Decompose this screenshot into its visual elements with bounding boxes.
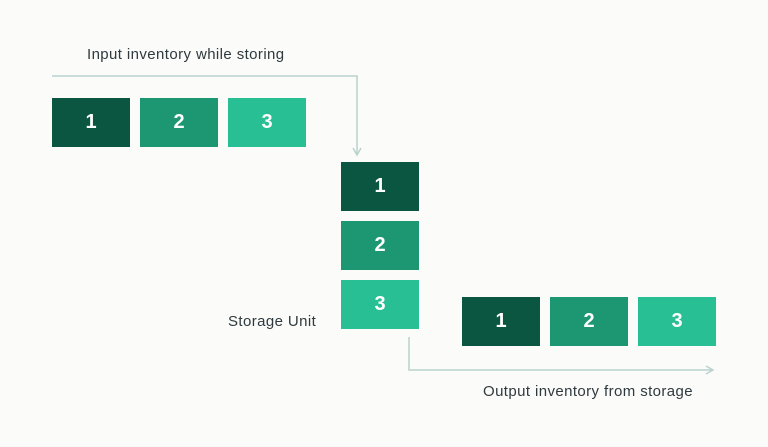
output-arrow [408,337,715,375]
storage-box-2: 2 [341,221,419,270]
input-box-2: 2 [140,98,218,147]
output-label: Output inventory from storage [483,383,694,400]
storage-box-1: 1 [341,162,419,211]
output-box-2: 2 [550,297,628,346]
storage-box-3: 3 [341,280,419,329]
input-label: Input inventory while storing [87,46,285,63]
input-box-3: 3 [228,98,306,147]
input-arrow [52,75,362,157]
input-box-1: 1 [52,98,130,147]
output-box-1: 1 [462,297,540,346]
output-box-3: 3 [638,297,716,346]
storage-label: Storage Unit [228,313,317,330]
